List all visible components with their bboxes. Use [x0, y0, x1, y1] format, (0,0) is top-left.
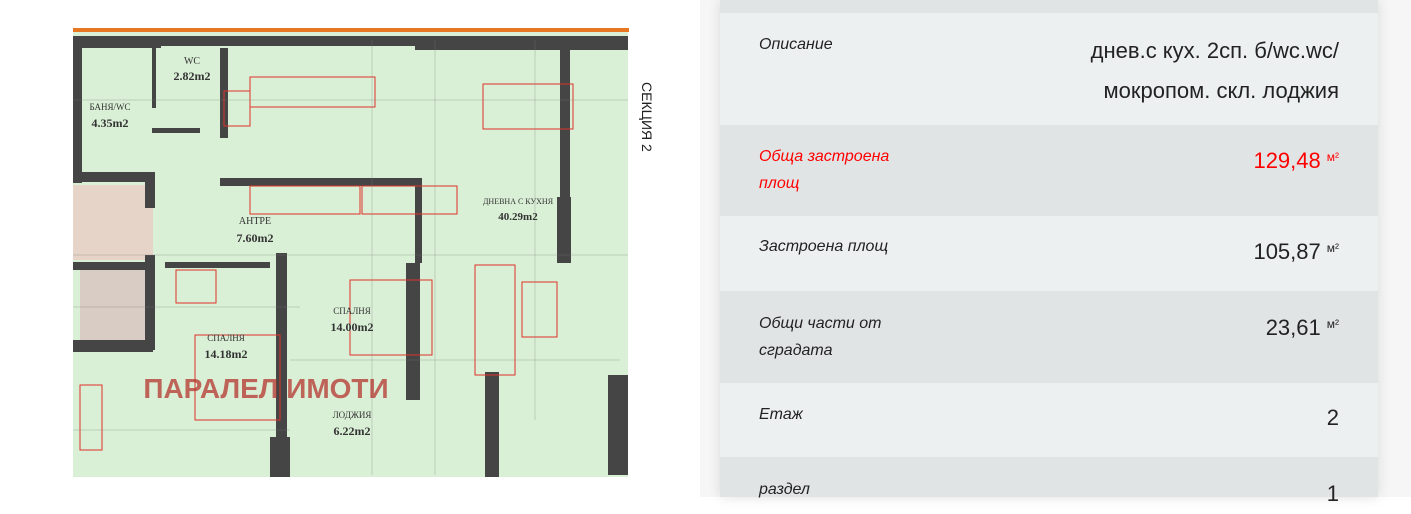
row-value: днев.с кух. 2сп. б/wc.wc/ мокропом. скл.… — [1091, 31, 1339, 111]
row-label: Застроена площ — [759, 238, 889, 255]
label-line-2: площ — [759, 175, 800, 192]
table-row-common-parts: Общи части от сградата 23,61 м² — [720, 291, 1378, 383]
description-line-2: мокропом. скл. лоджия — [1103, 78, 1339, 103]
table-row-top — [720, 0, 1378, 13]
row-value: 23,61 м² — [1266, 308, 1339, 348]
floor-area — [73, 30, 628, 477]
value-unit: м² — [1326, 150, 1339, 164]
table-row-description: Описание днев.с кух. 2сп. б/wc.wc/ мокро… — [720, 13, 1378, 125]
elevator-area — [80, 265, 150, 350]
value-unit: м² — [1326, 241, 1339, 255]
walls — [73, 36, 628, 477]
property-details-table: Описание днев.с кух. 2сп. б/wc.wc/ мокро… — [720, 0, 1378, 506]
row-label: Общи части от сградата — [759, 310, 959, 364]
room-labels: WC 2.82m2 БАНЯ/WC 4.35m2 АНТРЕ 7.60m2 ДН… — [89, 56, 553, 438]
table-row-floor: Етаж 2 — [720, 383, 1378, 457]
watermark: ПАРАЛЕЛ ИМОТИ — [143, 373, 388, 404]
row-label: раздел — [759, 481, 810, 498]
table-row-section: раздел 1 — [720, 457, 1378, 506]
row-value: 2 — [1326, 405, 1339, 430]
stair-area — [73, 185, 153, 260]
room-name: ЛОДЖИЯ — [333, 410, 372, 420]
room-area: 2.82m2 — [174, 69, 211, 83]
value-number: 105,87 — [1253, 239, 1321, 264]
dimension-lines — [73, 40, 628, 475]
row-label: Описание — [759, 36, 833, 53]
furniture — [79, 76, 574, 451]
room-area: 40.29m2 — [498, 211, 538, 223]
room-area: 6.22m2 — [334, 424, 371, 438]
room-area: 7.60m2 — [237, 231, 274, 245]
table-row-built-area: Застроена площ 105,87 м² — [720, 216, 1378, 291]
room-name: WC — [184, 56, 200, 67]
top-edge — [73, 28, 629, 32]
row-label: Обща застроена площ — [759, 143, 959, 197]
value-number: 23,61 — [1265, 315, 1321, 340]
row-value: 129,48 м² — [1253, 141, 1339, 181]
value-unit: м² — [1326, 317, 1339, 331]
room-name: ДНЕВНА С КУХНЯ — [483, 197, 554, 206]
room-name: СПАЛНЯ — [207, 333, 245, 343]
room-name: СПАЛНЯ — [333, 306, 371, 316]
row-value: 105,87 м² — [1253, 232, 1339, 272]
label-line-1: Обща застроена — [759, 148, 890, 165]
label-line-1: Общи части от — [759, 315, 882, 332]
table-row-total-area: Обща застроена площ 129,48 м² — [720, 125, 1378, 216]
row-value: 1 — [1326, 481, 1339, 506]
row-label: Етаж — [759, 406, 803, 423]
room-area: 4.35m2 — [92, 116, 129, 130]
description-line-1: днев.с кух. 2сп. б/wc.wc/ — [1090, 38, 1339, 63]
room-name: АНТРЕ — [239, 216, 271, 227]
floor-plan-image: WC 2.82m2 БАНЯ/WC 4.35m2 АНТРЕ 7.60m2 ДН… — [73, 28, 655, 477]
value-number: 129,48 — [1253, 148, 1321, 173]
room-area: 14.00m2 — [331, 320, 374, 334]
room-area: 14.18m2 — [205, 347, 248, 361]
room-name: БАНЯ/WC — [89, 102, 130, 112]
section-label: СЕКЦИЯ 2 — [639, 82, 655, 152]
label-line-2: сградата — [759, 342, 833, 359]
